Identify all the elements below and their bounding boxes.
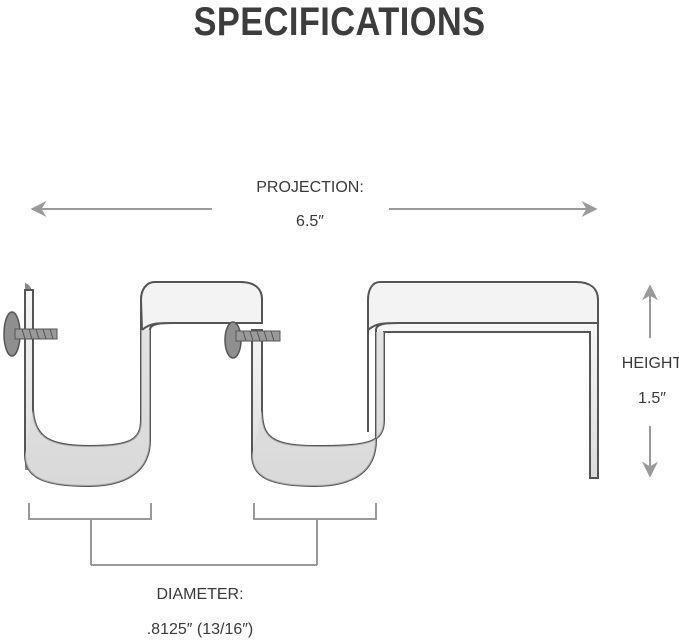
- projection-label: PROJECTION:: [256, 179, 364, 196]
- screw-left: [3, 311, 58, 357]
- screw-right: [224, 321, 281, 359]
- top-arm: [367, 281, 599, 333]
- diameter-label: DIAMETER:: [156, 586, 244, 603]
- diameter-brackets: [28, 503, 377, 566]
- projection-value: 6.5″: [296, 213, 324, 230]
- double-bracket: [24, 281, 599, 488]
- height-value: 1.5″: [638, 390, 666, 407]
- diameter-value: .8125″ (13/16″): [146, 621, 254, 638]
- page-title: SPECIFICATIONS: [193, 0, 486, 44]
- height-label: HEIGHT: [621, 355, 679, 372]
